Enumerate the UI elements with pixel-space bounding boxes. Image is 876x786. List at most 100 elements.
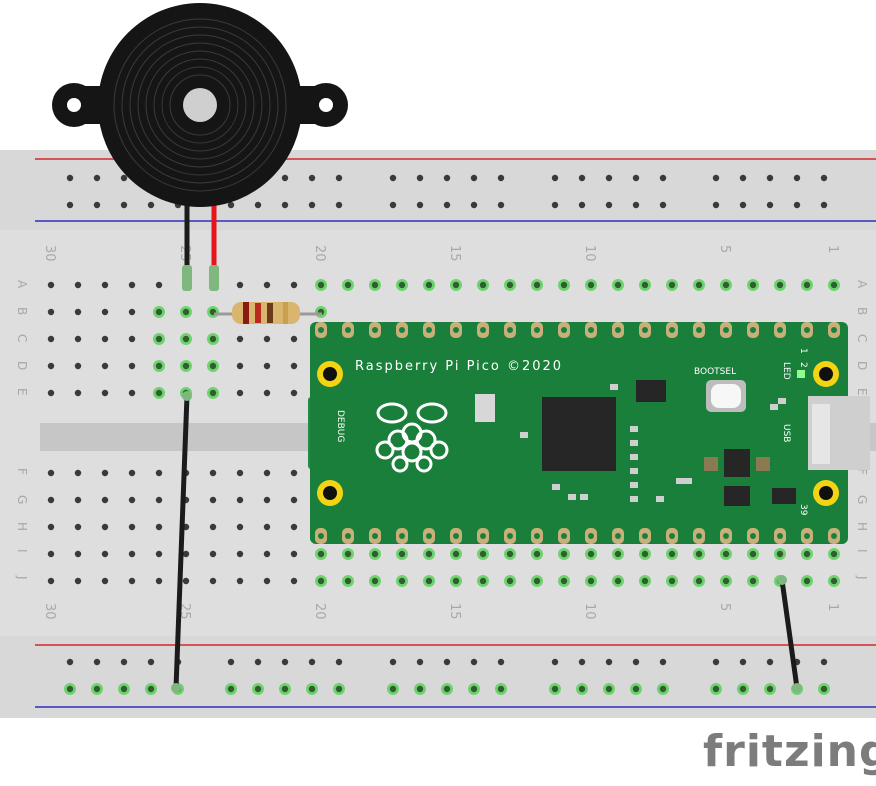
breadboard-hole: [263, 496, 271, 504]
breadboard-hole: [614, 281, 622, 289]
breadboard-hole: [820, 658, 828, 666]
breadboard-hole: [281, 658, 289, 666]
breadboard-hole: [120, 658, 128, 666]
breadboard-hole: [371, 281, 379, 289]
breadboard-hole: [101, 469, 109, 477]
breadboard-hole: [416, 658, 424, 666]
breadboard-hole: [443, 174, 451, 182]
smd-component: [610, 384, 618, 390]
breadboard-hole: [766, 201, 774, 209]
breadboard-hole: [209, 496, 217, 504]
smd-component: [770, 404, 778, 410]
breadboard-hole: [389, 174, 397, 182]
pico-pin-hole: [318, 327, 324, 333]
breadboard-hole: [128, 281, 136, 289]
breadboard-hole: [695, 550, 703, 558]
breadboard-hole: [128, 550, 136, 558]
row-letter: G: [855, 495, 869, 504]
breadboard-hole: [101, 523, 109, 531]
breadboard-hole: [470, 658, 478, 666]
pico-pin-hole: [345, 533, 351, 539]
buzzer-ring: [153, 58, 247, 152]
row-letter: J: [15, 575, 29, 580]
breadboard-hole: [182, 308, 190, 316]
smd-component: [568, 494, 576, 500]
pico-pin-hole: [399, 533, 405, 539]
wire-end: [777, 575, 787, 585]
breadboard-hole: [182, 577, 190, 585]
breadboard-hole: [722, 281, 730, 289]
breadboard-hole: [290, 523, 298, 531]
row-letter: D: [15, 361, 29, 370]
breadboard-hole: [236, 469, 244, 477]
pico-pin-hole: [669, 327, 675, 333]
breadboard-hole: [290, 362, 298, 370]
breadboard-hole: [820, 685, 828, 693]
breadboard-hole: [47, 389, 55, 397]
breadboard-hole: [209, 577, 217, 585]
breadboard-hole: [155, 523, 163, 531]
breadboard-hole: [497, 201, 505, 209]
breadboard-hole: [443, 658, 451, 666]
breadboard-hole: [236, 362, 244, 370]
rp2040-chip: [542, 397, 616, 471]
breadboard-hole: [47, 335, 55, 343]
buzzer-ring: [145, 50, 255, 160]
smd-component: [630, 482, 638, 488]
breadboard-hole: [209, 389, 217, 397]
pico-pin-hole: [561, 327, 567, 333]
breadboard-hole: [128, 362, 136, 370]
breadboard-hole: [452, 577, 460, 585]
pico-title: Raspberry Pi Pico ©2020: [355, 359, 563, 374]
breadboard-labels: 302520151051302520151051AABBCCDDEEFFGGHH…: [15, 245, 869, 620]
breadboard-hole: [551, 201, 559, 209]
breadboard-hole: [749, 550, 757, 558]
pico-pin-hole: [615, 533, 621, 539]
breadboard-hole: [722, 550, 730, 558]
smd-component: [778, 398, 786, 404]
breadboard-hole: [470, 174, 478, 182]
breadboard-hole: [497, 174, 505, 182]
breadboard-hole: [182, 362, 190, 370]
buzzer-ring: [113, 18, 287, 192]
breadboard-hole: [120, 685, 128, 693]
breadboard-hole: [290, 496, 298, 504]
column-number-top: 20: [312, 245, 327, 262]
breadboard-hole: [533, 577, 541, 585]
buzzer-mount-hole: [67, 98, 81, 112]
breadboard-hole: [398, 281, 406, 289]
breadboard-hole: [749, 281, 757, 289]
column-number-bottom: 15: [447, 603, 462, 620]
breadboard-hole: [120, 201, 128, 209]
column-number-top: 30: [42, 245, 57, 262]
row-letter: D: [855, 361, 869, 370]
column-number-bottom: 20: [312, 603, 327, 620]
buzzer-mount-hole: [319, 98, 333, 112]
breadboard-hole: [479, 577, 487, 585]
breadboard-hole: [793, 201, 801, 209]
capacitor: [704, 457, 718, 471]
breadboard-hole: [308, 174, 316, 182]
pico-pin-hole: [318, 533, 324, 539]
breadboard-hole: [632, 174, 640, 182]
pico-pin-hole: [642, 327, 648, 333]
breadboard-hole: [830, 281, 838, 289]
breadboard-hole: [74, 469, 82, 477]
breadboard-hole: [830, 550, 838, 558]
breadboard-hole: [74, 550, 82, 558]
breadboard-hole: [335, 201, 343, 209]
smd-component: [656, 496, 664, 502]
breadboard-hole: [236, 523, 244, 531]
breadboard-hole: [533, 281, 541, 289]
pico-pin-2-label: 2: [798, 362, 808, 368]
pico-pin-hole: [480, 327, 486, 333]
breadboard-hole: [128, 389, 136, 397]
breadboard-hole: [695, 577, 703, 585]
pico-pin-hole: [615, 327, 621, 333]
breadboard-hole: [263, 523, 271, 531]
smd-component: [580, 494, 588, 500]
breadboard-hole: [776, 281, 784, 289]
breadboard-hole: [74, 523, 82, 531]
breadboard-hole: [263, 335, 271, 343]
pico-pin-hole: [345, 327, 351, 333]
